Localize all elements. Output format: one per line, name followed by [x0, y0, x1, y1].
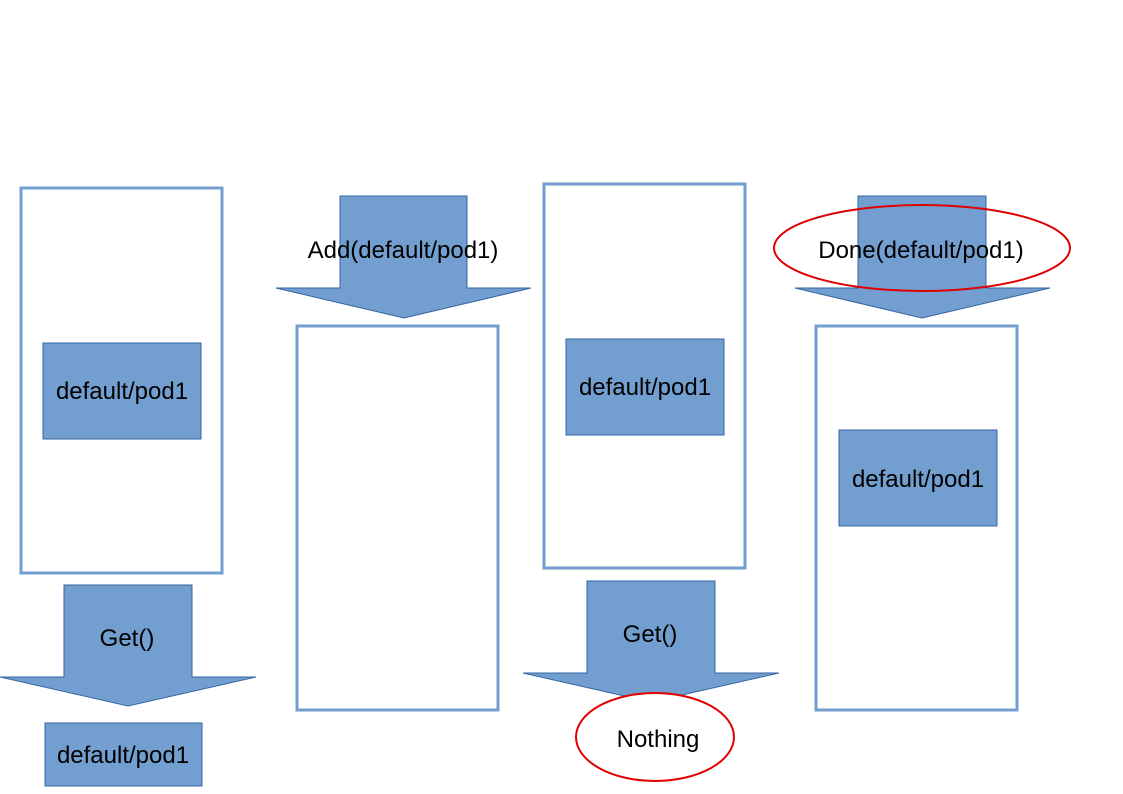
get-arrow: [522, 580, 780, 703]
nothing-highlight-circle: [575, 692, 735, 782]
done-arrow-label: Done(default/pod1): [818, 237, 1023, 264]
get-arrow-label: Get(): [100, 625, 155, 652]
queue-item-label: default/pod1: [56, 378, 188, 405]
queue-item-label: default/pod1: [579, 374, 711, 401]
add-arrow: [275, 195, 532, 319]
panel-3: default/pod1 Get() Nothing: [522, 182, 780, 782]
get-arrow: [0, 584, 257, 707]
queue-item: [565, 338, 725, 436]
done-highlight-circle: [773, 204, 1071, 292]
result-item-label: default/pod1: [57, 742, 189, 769]
panel-2: Add(default/pod1): [275, 195, 532, 712]
get-arrow-label: Get(): [623, 621, 678, 648]
queue-frame: [295, 324, 500, 712]
queue-item-label: default/pod1: [852, 466, 984, 493]
result-item: [44, 722, 203, 787]
panel-4: Done(default/pod1) default/pod1: [773, 195, 1071, 712]
nothing-label: Nothing: [617, 726, 700, 753]
add-arrow-label: Add(default/pod1): [308, 237, 499, 264]
panel-1: default/pod1 Get() default/pod1: [0, 186, 257, 787]
queue-item: [838, 429, 998, 527]
queue-item: [42, 342, 202, 440]
